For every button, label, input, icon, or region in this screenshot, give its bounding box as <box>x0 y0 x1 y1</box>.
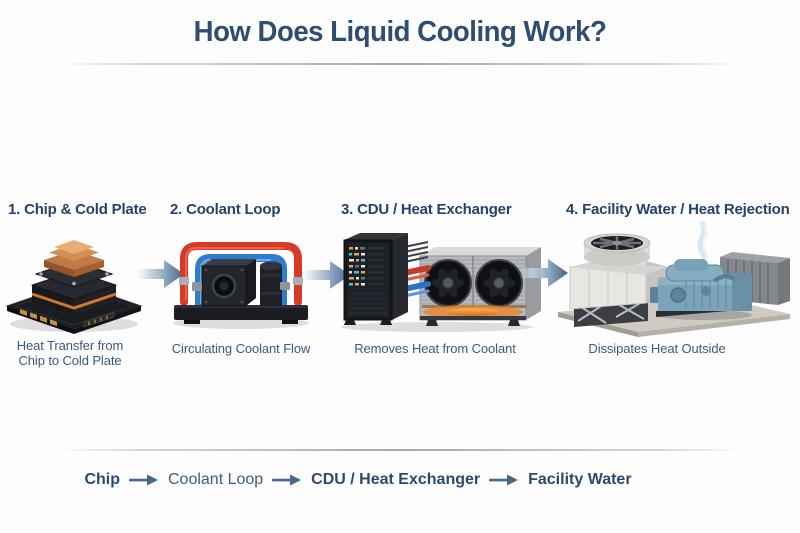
flow-arrow-icon <box>489 474 519 486</box>
step4-caption: Dissipates Heat Outside <box>588 341 726 356</box>
step-arrow-2-icon <box>303 261 350 289</box>
gold-pads <box>20 309 57 327</box>
fan-right <box>475 259 523 307</box>
step3-caption: Removes Heat from Coolant <box>354 341 516 356</box>
chiller-unit <box>650 259 752 311</box>
page-title: How Does Liquid Cooling Work? <box>193 16 607 48</box>
step2-caption: Circulating Coolant Flow <box>171 341 311 356</box>
step-arrow-3-icon <box>521 259 568 287</box>
step-arrow-1-icon <box>137 260 184 288</box>
cold-tube <box>195 254 287 310</box>
flow-item-cdu: CDU / Heat Exchanger <box>311 471 481 488</box>
step4-label: 4. Facility Water / Heat Rejection <box>566 201 790 218</box>
container-unit <box>720 252 790 263</box>
flow-item-coolant-loop: Coolant Loop <box>167 471 264 488</box>
step1-caption: Heat Transfer from Chip to Cold Plate <box>16 338 124 369</box>
server-vents <box>349 292 387 315</box>
accumulator-cylinder <box>260 266 282 306</box>
flow-divider <box>56 449 744 451</box>
flow-arrow-icon <box>272 474 302 486</box>
fan-left <box>424 259 472 307</box>
summary-flow-bar: Chip Coolant Loop CDU / Heat Exchanger F… <box>0 466 758 494</box>
server-leds <box>349 247 384 286</box>
flow-arrow-icon <box>128 474 158 486</box>
flow-item-chip: Chip <box>84 471 120 488</box>
step3-label: 3. CDU / Heat Exchanger <box>341 201 512 218</box>
cdu-heat-exchanger-illustration <box>341 233 541 332</box>
step2-label: 2. Coolant Loop <box>170 201 281 218</box>
flow-item-facility-water: Facility Water <box>528 471 632 488</box>
step1-label: 1. Chip & Cold Plate <box>8 201 147 218</box>
cooling-tower-illustration <box>558 221 790 337</box>
coolant-loop-illustration <box>173 242 309 329</box>
chip-cold-plate-illustration <box>5 240 143 334</box>
title-divider <box>56 63 744 65</box>
hot-tube <box>180 242 302 306</box>
